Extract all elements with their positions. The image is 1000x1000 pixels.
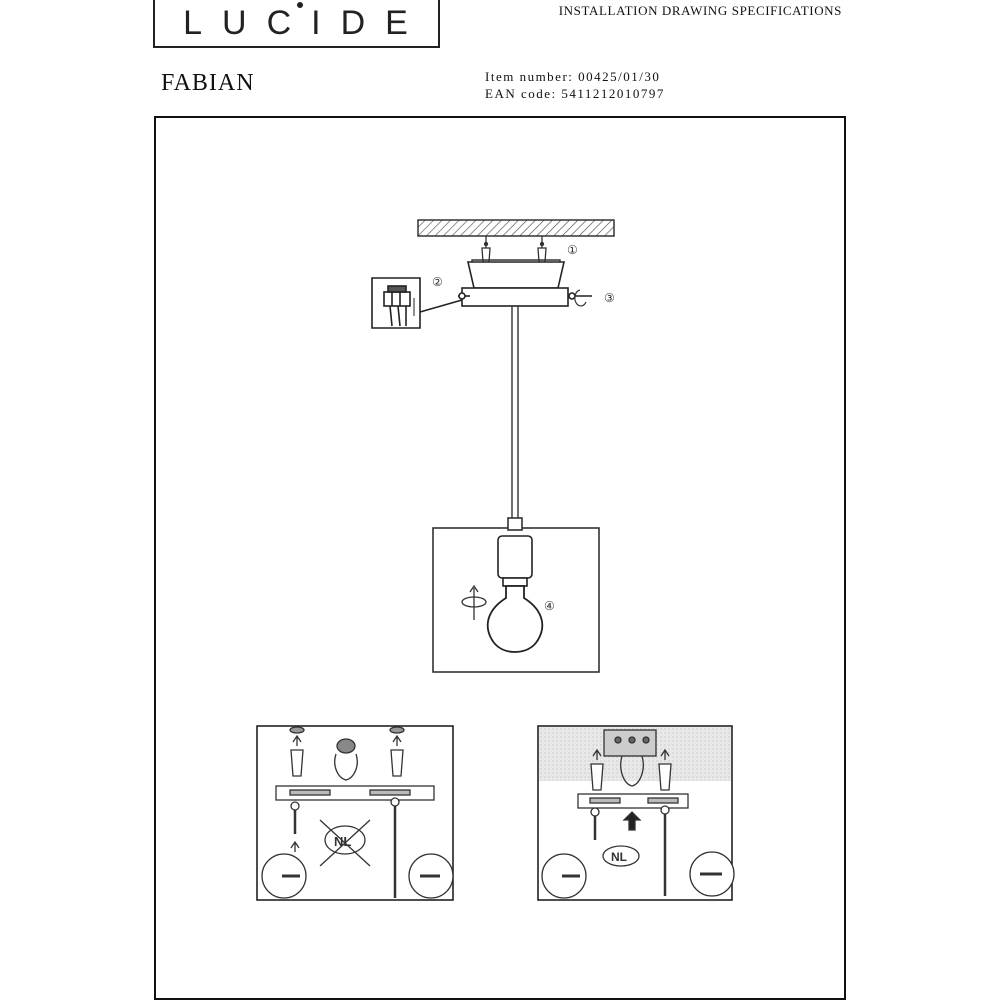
- ean-code: EAN code: 5411212010797: [485, 86, 665, 101]
- ceiling-hatch: [417, 219, 615, 237]
- item-number: Item number: 00425/01/30: [485, 69, 661, 84]
- step-label-3: ③: [604, 291, 615, 305]
- lucide-logo: LUCIDE: [153, 0, 440, 48]
- mounting-panel-right: NL: [537, 725, 735, 901]
- step-label-4: ④: [544, 599, 555, 613]
- lamp-socket: [497, 535, 533, 587]
- pendant-cable: [511, 306, 519, 518]
- terminal-block-detail: [371, 277, 463, 329]
- product-name: FABIAN: [161, 70, 255, 96]
- logo-text: LUCIDE: [183, 3, 428, 42]
- step-label-2: ②: [432, 275, 443, 289]
- light-bulb: [486, 585, 544, 653]
- product-meta: Item number: 00425/01/30 EAN code: 54112…: [485, 68, 665, 102]
- drawing-frame: [154, 116, 846, 1000]
- mounting-panel-left: NL: [256, 725, 454, 901]
- rotate-arrow-bulb: [461, 584, 487, 620]
- square-frame-shade: [432, 517, 600, 673]
- step-label-1a: ①: [567, 243, 578, 257]
- ceiling-screws: [481, 236, 547, 263]
- nl-badge-crossed: NL: [334, 834, 351, 849]
- canopy: [458, 261, 592, 307]
- spec-title: INSTALLATION DRAWING SPECIFICATIONS: [558, 3, 842, 18]
- rotate-arrow-canopy: [574, 289, 587, 307]
- logo-dot: [296, 2, 303, 8]
- nl-badge: NL: [611, 850, 627, 864]
